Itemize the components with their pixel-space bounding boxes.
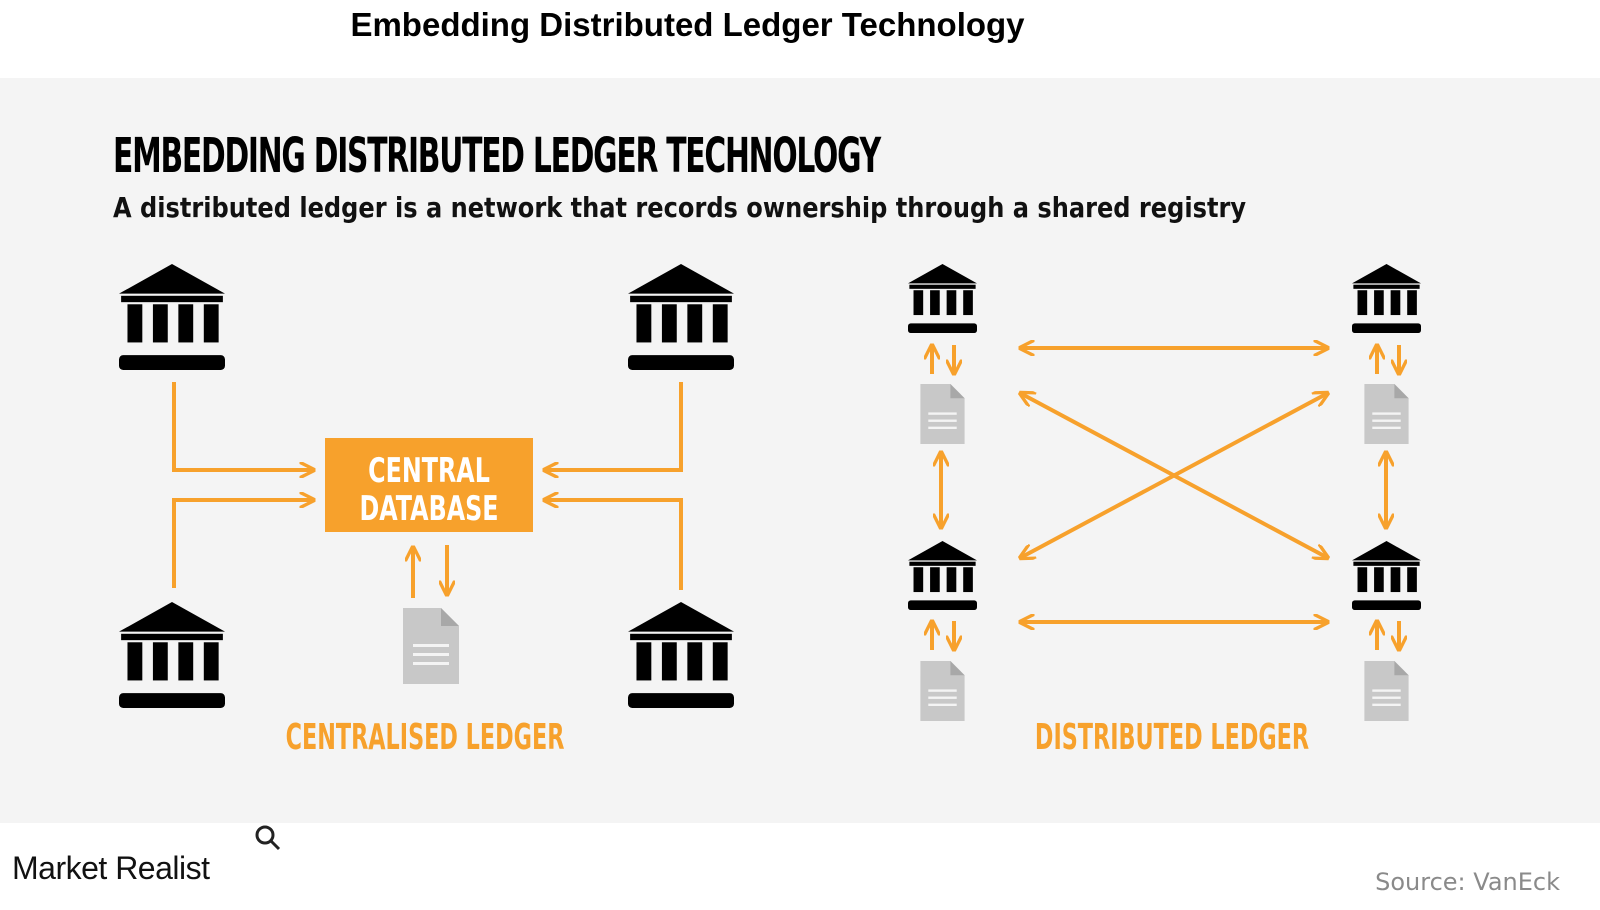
bank-icon bbox=[119, 264, 225, 370]
document-icon bbox=[920, 661, 965, 721]
bank-icon bbox=[1352, 541, 1421, 610]
bank-icon bbox=[1352, 264, 1421, 333]
connector-arrow bbox=[1020, 393, 1328, 558]
centralised-ledger: CENTRAL DATABASE CENTRALISED LEDGER bbox=[119, 264, 734, 759]
connector-arrow bbox=[172, 382, 314, 470]
central-database-line1: CENTRAL bbox=[368, 451, 490, 490]
central-database-box bbox=[325, 438, 533, 532]
document-icon bbox=[1364, 384, 1409, 444]
bank-icon bbox=[908, 541, 977, 610]
bank-icon bbox=[119, 602, 225, 708]
distributed-ledger: DISTRIBUTED LEDGER bbox=[908, 264, 1421, 759]
centralised-ledger-label: CENTRALISED LEDGER bbox=[286, 717, 565, 759]
document-icon bbox=[1364, 661, 1409, 721]
infographic-subheading: A distributed ledger is a network that r… bbox=[113, 191, 1247, 224]
connector-arrow bbox=[544, 500, 683, 590]
bank-icon bbox=[628, 602, 734, 708]
bank-icon bbox=[908, 264, 977, 333]
magnifier-icon bbox=[255, 825, 281, 851]
page-title: Embedding Distributed Ledger Technology bbox=[350, 6, 1025, 43]
infographic-panel: EMBEDDING DISTRIBUTED LEDGER TECHNOLOGY … bbox=[0, 78, 1600, 823]
document-icon bbox=[920, 384, 965, 444]
document-icon bbox=[403, 608, 459, 684]
infographic-heading: EMBEDDING DISTRIBUTED LEDGER TECHNOLOGY bbox=[113, 128, 881, 184]
connector-arrow bbox=[172, 500, 314, 588]
central-database-line2: DATABASE bbox=[359, 489, 498, 528]
brand-logo: Market Realist bbox=[12, 850, 210, 886]
source-note: Source: VanEck bbox=[1375, 868, 1560, 896]
bank-icon bbox=[628, 264, 734, 370]
connector-arrow bbox=[544, 382, 683, 470]
distributed-ledger-label: DISTRIBUTED LEDGER bbox=[1035, 717, 1309, 759]
